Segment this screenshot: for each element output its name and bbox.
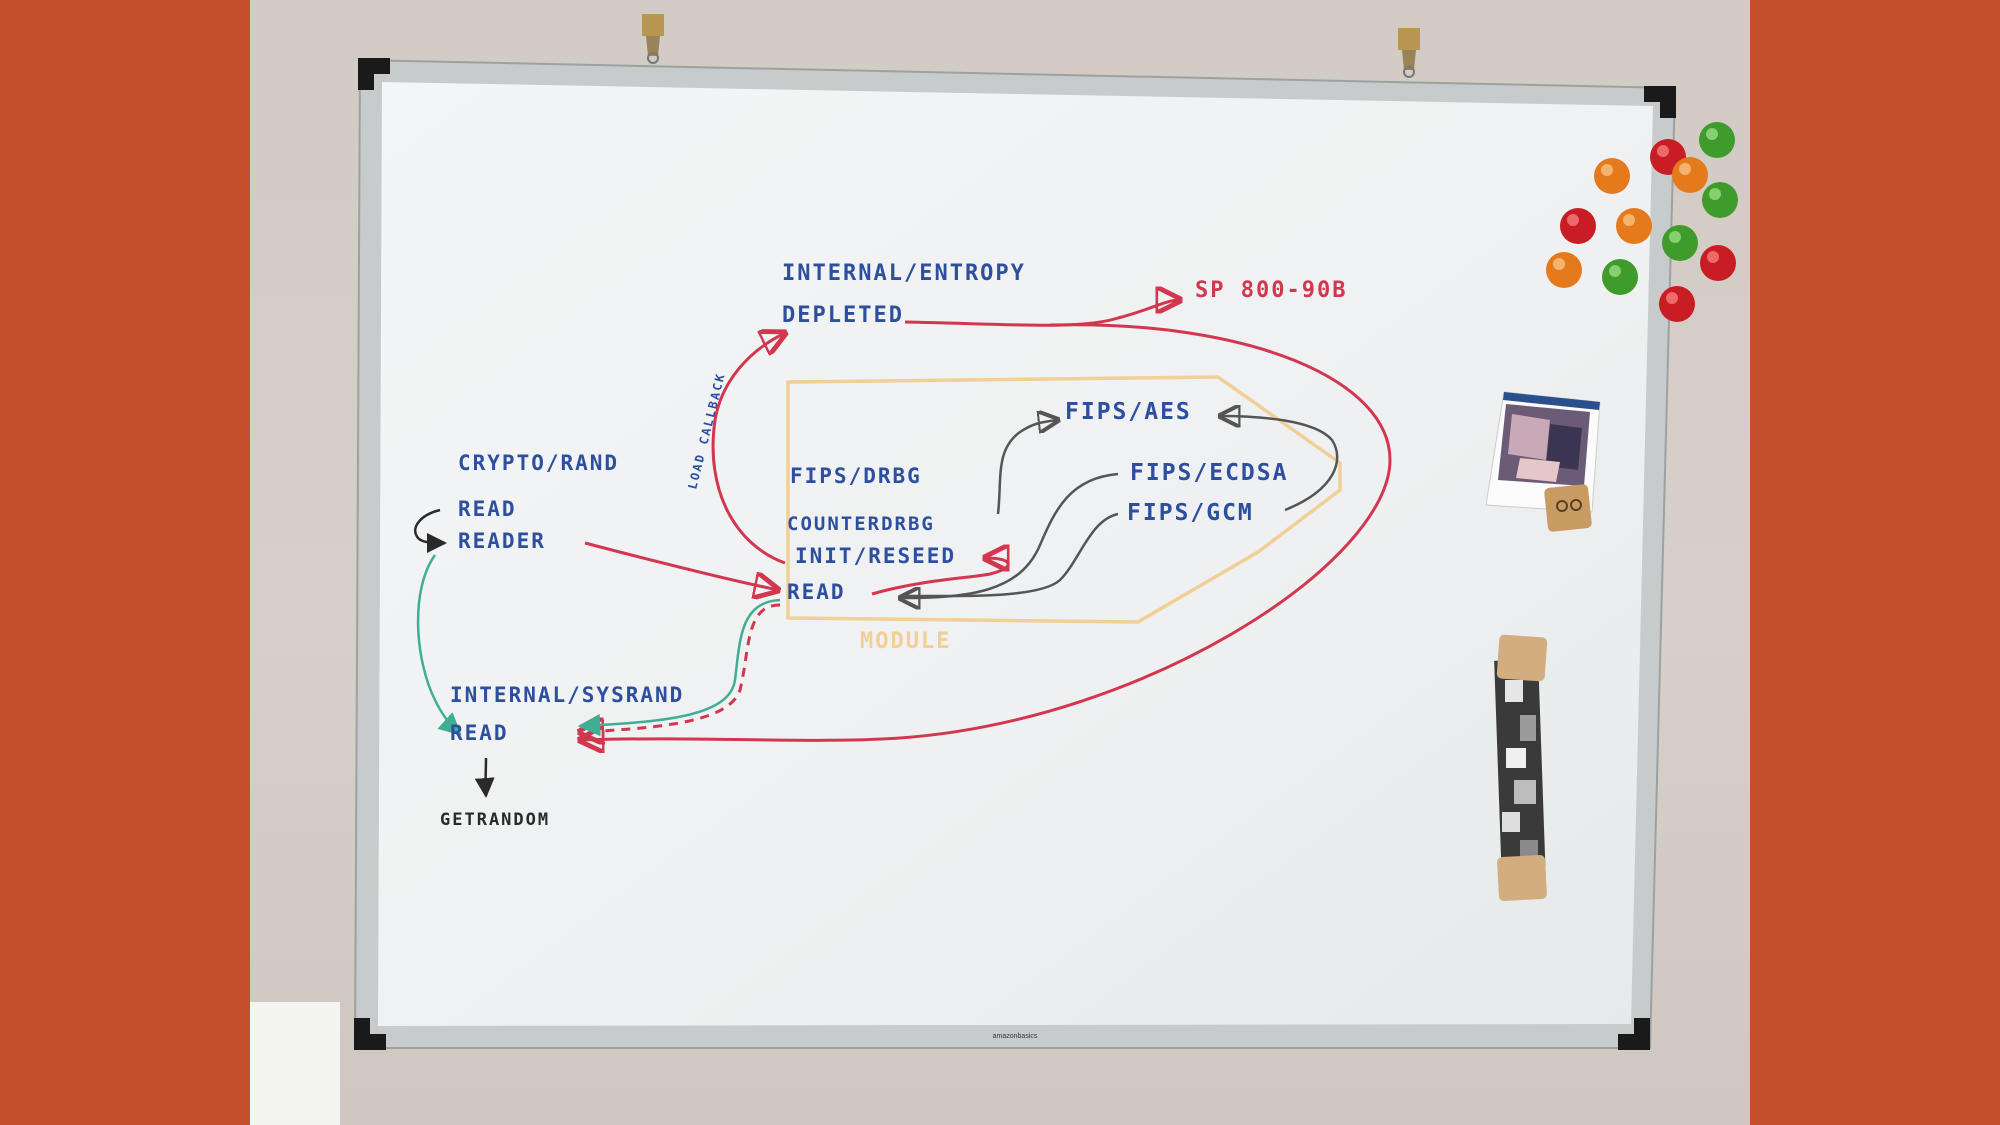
brand-label: amazonbasics [993,1033,1038,1040]
arrow-reader-read [584,541,778,590]
label-counterdrbg: COUNTERDRBG [787,513,935,535]
label-sp800-90b: SP 800-90B [1195,278,1347,303]
fabric-strip [1494,659,1546,881]
arrow-read-sysrand-green [577,598,781,737]
frame-corner-bl [354,1018,386,1050]
module-outline [786,375,1342,624]
arrow-entropy-loop [580,323,1392,741]
label-fips-aes: FIPS/AES [1065,399,1192,425]
frame-corner-tl [358,58,390,90]
whiteboard-photo: amazonbasics INTERNAL/ENTROPY [250,0,1750,1125]
label-read-top: READ [458,497,517,521]
label-internal-sysrand: INTERNAL/SYSRAND [450,683,684,707]
label-module: MODULE [860,629,951,654]
label-depleted: DEPLETED [782,303,904,328]
white-box [250,1002,340,1125]
arrow-gcm-read [899,512,1119,598]
board-surface [378,82,1653,1026]
label-init-reseed: INIT/RESEED [795,544,956,568]
hanging-clip-left [642,14,664,64]
arrow-ecdsa-aes [1220,416,1339,512]
arrow-reader-sysrand [416,554,462,736]
wood-magnet-face [1544,484,1592,532]
arrow-depleted-sp800 [904,300,1180,327]
arrow-load-callback [711,333,785,565]
label-fips-gcm: FIPS/GCM [1127,500,1254,526]
hanging-clip-right [1398,28,1420,78]
label-read-sysrand: READ [450,721,509,745]
wood-magnet-top [1496,634,1548,682]
label-fips-drbg: FIPS/DRBG [790,464,922,488]
label-crypto-rand: CRYPTO/RAND [458,451,619,475]
arrow-read-reseed [871,558,1010,596]
whiteboard-scene: amazonbasics INTERNAL/ENTROPY [250,14,1738,1125]
frame-corner-tr [1644,86,1676,118]
arrow-drbg-aes [996,420,1058,515]
label-reader: READER [458,529,546,553]
arrow-read-sysrand-dashed [580,603,781,732]
wood-magnet-bottom [1497,855,1547,901]
polaroid-photo [1485,391,1601,513]
arrow-read-reader [414,508,447,553]
label-fips-ecdsa: FIPS/ECDSA [1130,460,1288,486]
label-getrandom: GETRANDOM [440,810,550,830]
label-read-module: READ [787,580,846,604]
frame-corner-br [1618,1018,1650,1050]
label-internal-entropy: INTERNAL/ENTROPY [782,261,1026,286]
magnet-cluster [1546,122,1738,322]
